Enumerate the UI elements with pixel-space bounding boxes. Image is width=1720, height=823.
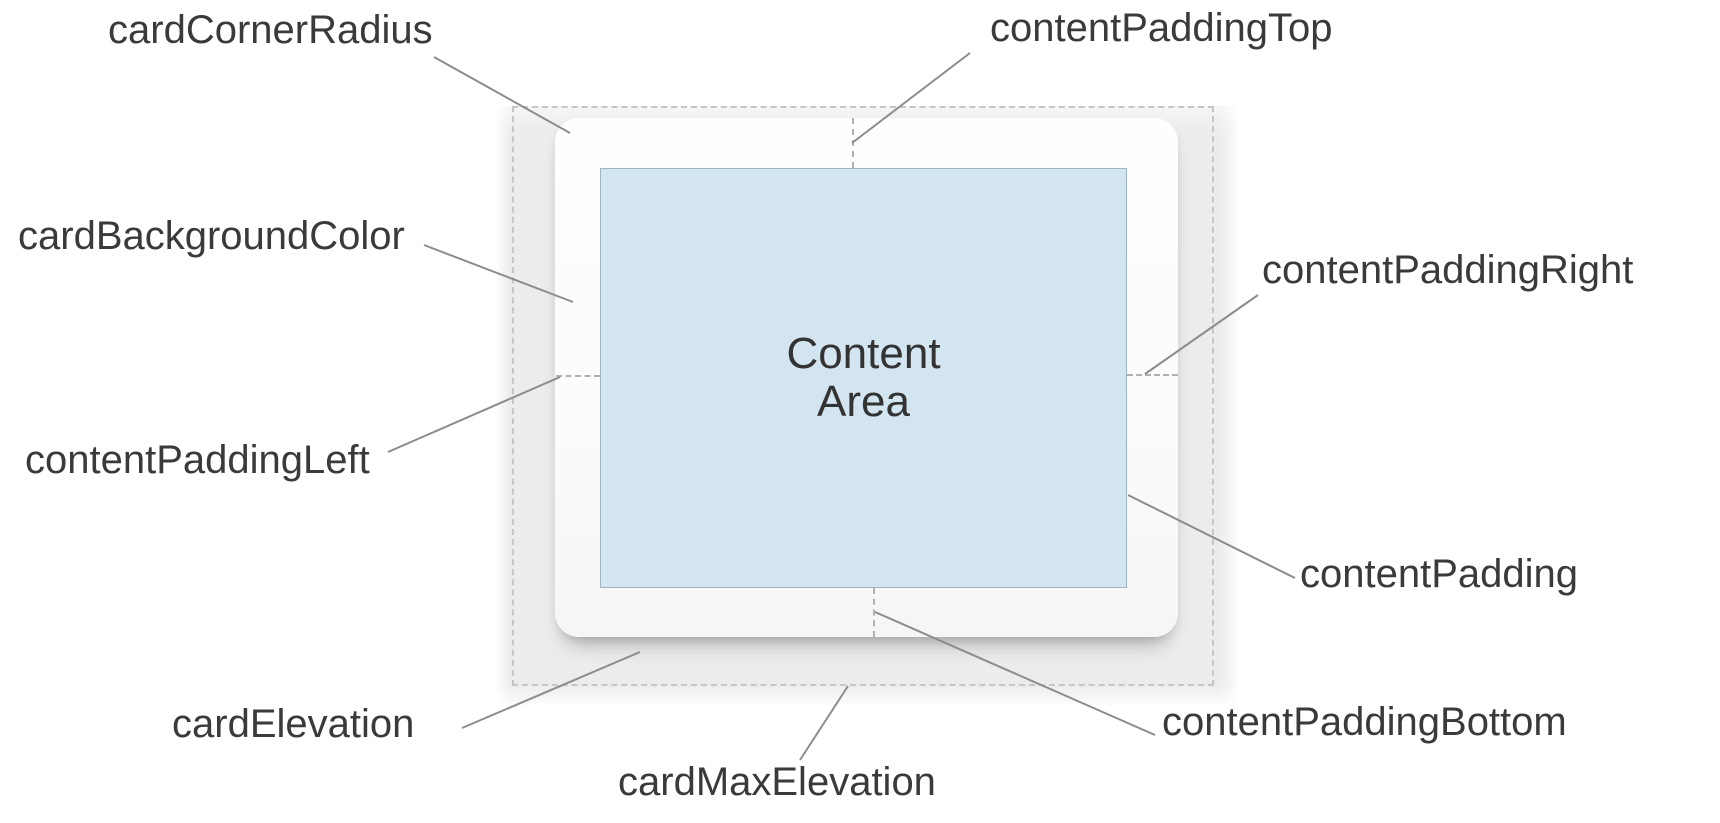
content-area-label: Content Area: [786, 329, 941, 426]
label-content-padding: contentPadding: [1300, 552, 1579, 596]
padding-bottom-dash: [873, 588, 875, 637]
content-area: Content Area: [600, 168, 1127, 588]
label-content-padding-bottom: contentPaddingBottom: [1162, 700, 1567, 744]
label-content-padding-left: contentPaddingLeft: [25, 438, 370, 482]
label-card-elevation: cardElevation: [172, 702, 415, 746]
padding-top-dash: [852, 118, 854, 168]
label-card-corner-radius: cardCornerRadius: [108, 8, 433, 52]
padding-left-dash: [556, 375, 600, 377]
label-card-max-elevation: cardMaxElevation: [618, 760, 936, 804]
padding-right-dash: [1127, 374, 1178, 376]
label-content-padding-top: contentPaddingTop: [990, 6, 1333, 50]
label-content-padding-right: contentPaddingRight: [1262, 248, 1634, 292]
label-card-background-color: cardBackgroundColor: [18, 214, 405, 258]
